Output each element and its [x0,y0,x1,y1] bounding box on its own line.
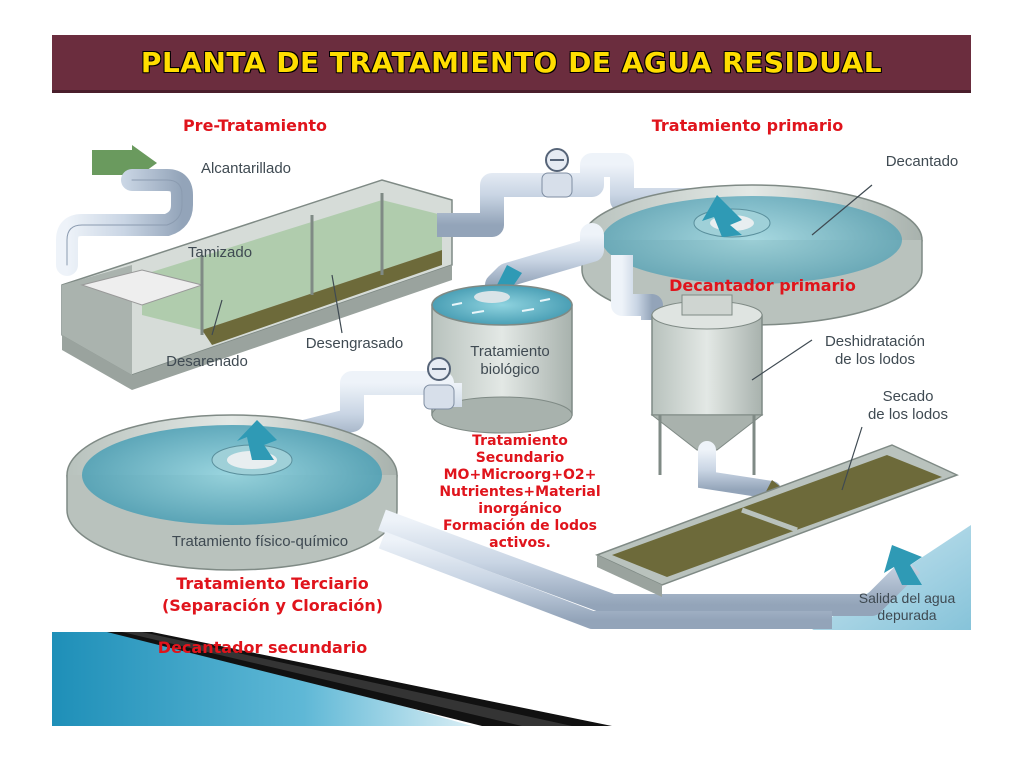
label-pretreatment: Pre-Tratamiento [182,116,328,135]
secondary-line: MO+Microorg+O2+ [443,467,597,483]
flow-arrow-icon [702,195,742,237]
drying-line: Secado [882,388,934,405]
outlet-line: depurada [877,606,937,623]
pipe-to-outlet [378,509,920,616]
label-secondary-settler: Decantador secundario [157,638,368,657]
secondary-line: Secundario [475,450,565,466]
pipe-silo-to-drying [698,441,781,499]
tertiary-line: (Separación y Cloración) [161,596,384,615]
pretreatment-channels [61,179,453,390]
tertiary-settler [66,414,398,571]
label-secondary-treatment: Tratamiento Secundario MO+Microorg+O2+ N… [420,433,620,552]
secondary-line: Tratamiento [472,433,568,449]
secondary-line: inorgánico [478,501,562,517]
title-bar: PLANTA DE TRATAMIENTO DE AGUA RESIDUAL [52,35,971,93]
bio-line: biológico [480,361,540,378]
dehydration-line: Deshidratación [824,333,926,350]
flow-arrow-icon [884,545,922,585]
outlet-line: Salida del agua [858,590,956,606]
bottom-decoration [52,632,612,726]
label-outlet: Salida del agua depurada [846,590,968,624]
dehydration-silo [650,294,764,475]
valve-icon [423,357,455,410]
label-biological: Tratamiento biológico [455,343,565,379]
secondary-line: Nutrientes+Material [439,484,601,500]
label-degreasing: Desengrasado [305,335,404,352]
secondary-line: Formación de lodos [443,518,597,534]
leader-lines [211,184,873,491]
dehydration-line: de los lodos [834,351,916,368]
label-dehydration: Deshidratación de los lodos [805,333,945,369]
pipe-to-primary [437,153,712,237]
secondary-line: activos. [489,535,551,551]
tertiary-line: Tratamiento Terciario [176,574,369,593]
label-primary-treatment: Tratamiento primario [651,116,844,135]
page-title: PLANTA DE TRATAMIENTO DE AGUA RESIDUAL [140,46,883,79]
label-settled: Decantado [885,153,959,170]
valve-icon [541,148,573,198]
drying-line: de los lodos [867,406,949,423]
drying-beds [595,444,959,597]
pipe-to-outlet-2 [378,531,832,629]
label-tertiary-treatment: Tratamiento Terciario (Separación y Clor… [140,573,405,617]
label-physicochemical: Tratamiento físico-químico [171,533,349,550]
flow-arrow-icon [237,420,277,460]
label-sewer: Alcantarillado [200,160,292,177]
label-drying: Secado de los lodos [848,388,968,424]
label-grit: Desarenado [166,353,248,370]
treatment-plant-diagram [52,145,971,630]
pipe-primary-loop [611,255,663,320]
primary-settler [581,184,923,326]
label-screening: Tamizado [187,244,253,261]
label-primary-settler: Decantador primario [669,276,856,295]
bio-line: Tratamiento [470,343,550,360]
